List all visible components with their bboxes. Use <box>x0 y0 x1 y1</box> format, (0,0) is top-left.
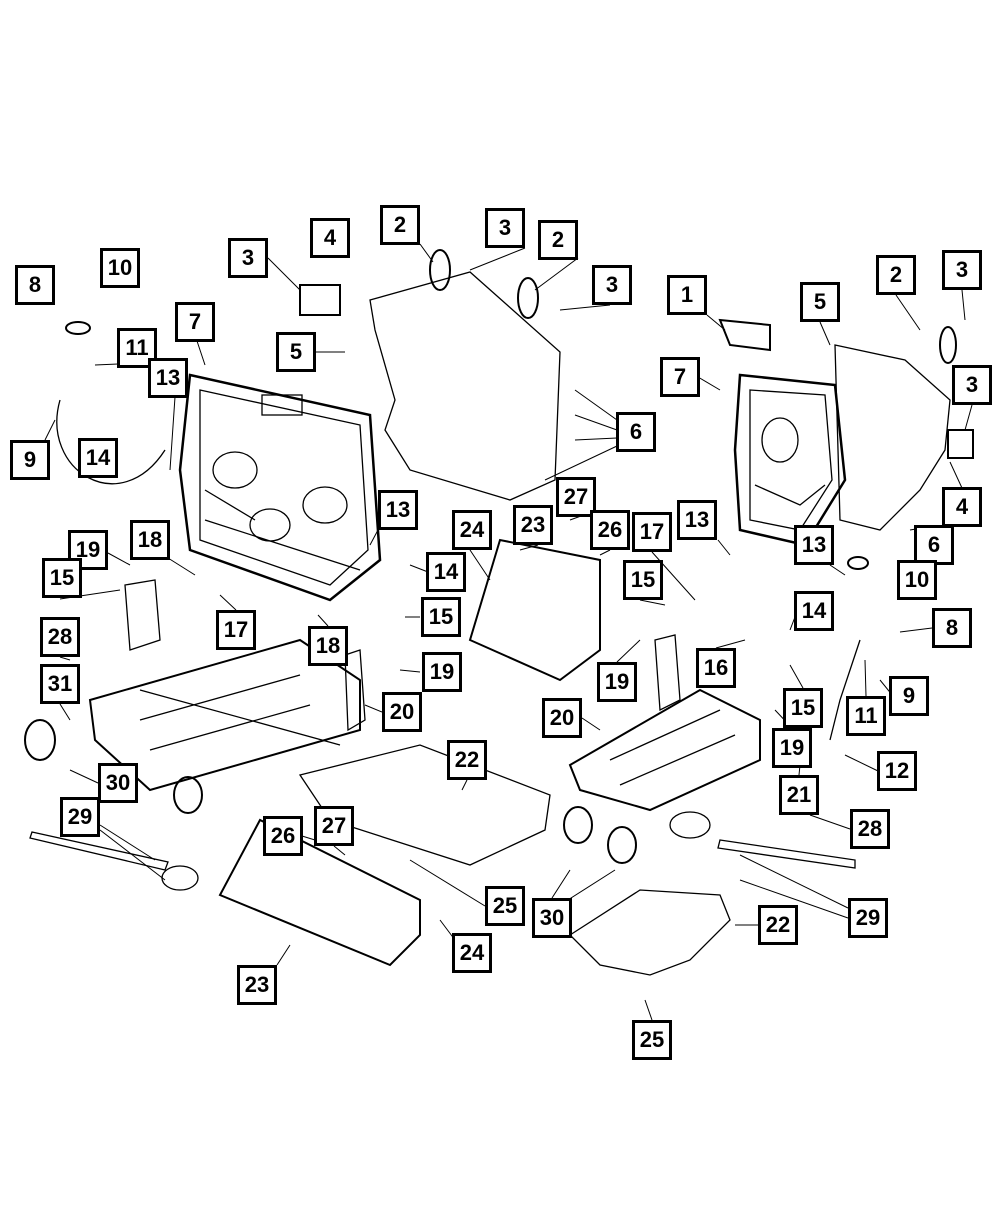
right-back-panel <box>834 344 951 531</box>
callout-part-15[interactable]: 15 <box>783 688 823 728</box>
callout-part-3[interactable]: 3 <box>485 208 525 248</box>
leader-lines <box>44 243 973 1021</box>
callout-part-14[interactable]: 14 <box>426 552 466 592</box>
callout-part-22[interactable]: 22 <box>447 740 487 780</box>
callout-part-26[interactable]: 26 <box>590 510 630 550</box>
callout-part-23[interactable]: 23 <box>513 505 553 545</box>
callout-part-18[interactable]: 18 <box>308 626 348 666</box>
callout-part-4[interactable]: 4 <box>310 218 350 258</box>
callout-part-3[interactable]: 3 <box>228 238 268 278</box>
left-seat-back-frame <box>178 373 382 602</box>
callout-part-14[interactable]: 14 <box>78 438 118 478</box>
callout-part-5[interactable]: 5 <box>800 282 840 322</box>
callout-part-10[interactable]: 10 <box>100 248 140 288</box>
right-seat-cushion-frame <box>568 634 761 812</box>
callout-part-3[interactable]: 3 <box>592 265 632 305</box>
callout-part-30[interactable]: 30 <box>532 898 572 938</box>
callout-part-21[interactable]: 21 <box>779 775 819 815</box>
callout-part-6[interactable]: 6 <box>914 525 954 565</box>
right-seat-back-frame <box>733 373 847 547</box>
callout-part-28[interactable]: 28 <box>40 617 80 657</box>
left-seat-cushion-frame <box>88 579 366 792</box>
callout-part-29[interactable]: 29 <box>848 898 888 938</box>
callout-part-31[interactable]: 31 <box>40 664 80 704</box>
callout-part-24[interactable]: 24 <box>452 510 492 550</box>
callout-part-22[interactable]: 22 <box>758 905 798 945</box>
callout-part-7[interactable]: 7 <box>660 357 700 397</box>
callout-part-13[interactable]: 13 <box>378 490 418 530</box>
callout-part-25[interactable]: 25 <box>632 1020 672 1060</box>
callout-part-24[interactable]: 24 <box>452 933 492 973</box>
callout-part-13[interactable]: 13 <box>794 525 834 565</box>
callout-part-13[interactable]: 13 <box>148 358 188 398</box>
belts <box>29 811 856 891</box>
callout-part-3[interactable]: 3 <box>952 365 992 405</box>
callout-part-7[interactable]: 7 <box>175 302 215 342</box>
callout-part-5[interactable]: 5 <box>276 332 316 372</box>
left-back-panel <box>369 271 561 501</box>
callout-part-2[interactable]: 2 <box>380 205 420 245</box>
callout-part-2[interactable]: 2 <box>538 220 578 260</box>
callout-part-20[interactable]: 20 <box>542 698 582 738</box>
callout-part-1[interactable]: 1 <box>667 275 707 315</box>
callout-part-16[interactable]: 16 <box>696 648 736 688</box>
callout-part-2[interactable]: 2 <box>876 255 916 295</box>
callout-part-20[interactable]: 20 <box>382 692 422 732</box>
recliners <box>24 719 637 864</box>
headrest-bezels <box>65 249 974 570</box>
callout-part-9[interactable]: 9 <box>10 440 50 480</box>
right-bin <box>468 538 601 682</box>
callout-part-6[interactable]: 6 <box>616 412 656 452</box>
callout-part-23[interactable]: 23 <box>237 965 277 1005</box>
callout-part-8[interactable]: 8 <box>932 608 972 648</box>
callout-part-15[interactable]: 15 <box>42 558 82 598</box>
callout-part-17[interactable]: 17 <box>216 610 256 650</box>
callout-part-19[interactable]: 19 <box>597 662 637 702</box>
callout-part-26[interactable]: 26 <box>263 816 303 856</box>
callout-part-9[interactable]: 9 <box>889 676 929 716</box>
callout-part-14[interactable]: 14 <box>794 591 834 631</box>
callout-part-15[interactable]: 15 <box>421 597 461 637</box>
callout-part-13[interactable]: 13 <box>677 500 717 540</box>
callout-part-28[interactable]: 28 <box>850 809 890 849</box>
callout-part-27[interactable]: 27 <box>314 806 354 846</box>
callout-part-4[interactable]: 4 <box>942 487 982 527</box>
callout-part-19[interactable]: 19 <box>772 728 812 768</box>
left-load-floor <box>298 744 551 866</box>
right-load-floor <box>568 889 731 976</box>
callout-part-17[interactable]: 17 <box>632 512 672 552</box>
callout-part-19[interactable]: 19 <box>422 652 462 692</box>
callout-part-15[interactable]: 15 <box>623 560 663 600</box>
callout-part-8[interactable]: 8 <box>15 265 55 305</box>
callout-part-29[interactable]: 29 <box>60 797 100 837</box>
callout-part-25[interactable]: 25 <box>485 886 525 926</box>
callout-part-11[interactable]: 11 <box>846 696 886 736</box>
callout-part-30[interactable]: 30 <box>98 763 138 803</box>
left-bin <box>218 818 421 967</box>
callout-part-12[interactable]: 12 <box>877 751 917 791</box>
callout-part-27[interactable]: 27 <box>556 477 596 517</box>
callout-part-3[interactable]: 3 <box>942 250 982 290</box>
callout-part-18[interactable]: 18 <box>130 520 170 560</box>
callout-part-10[interactable]: 10 <box>897 560 937 600</box>
